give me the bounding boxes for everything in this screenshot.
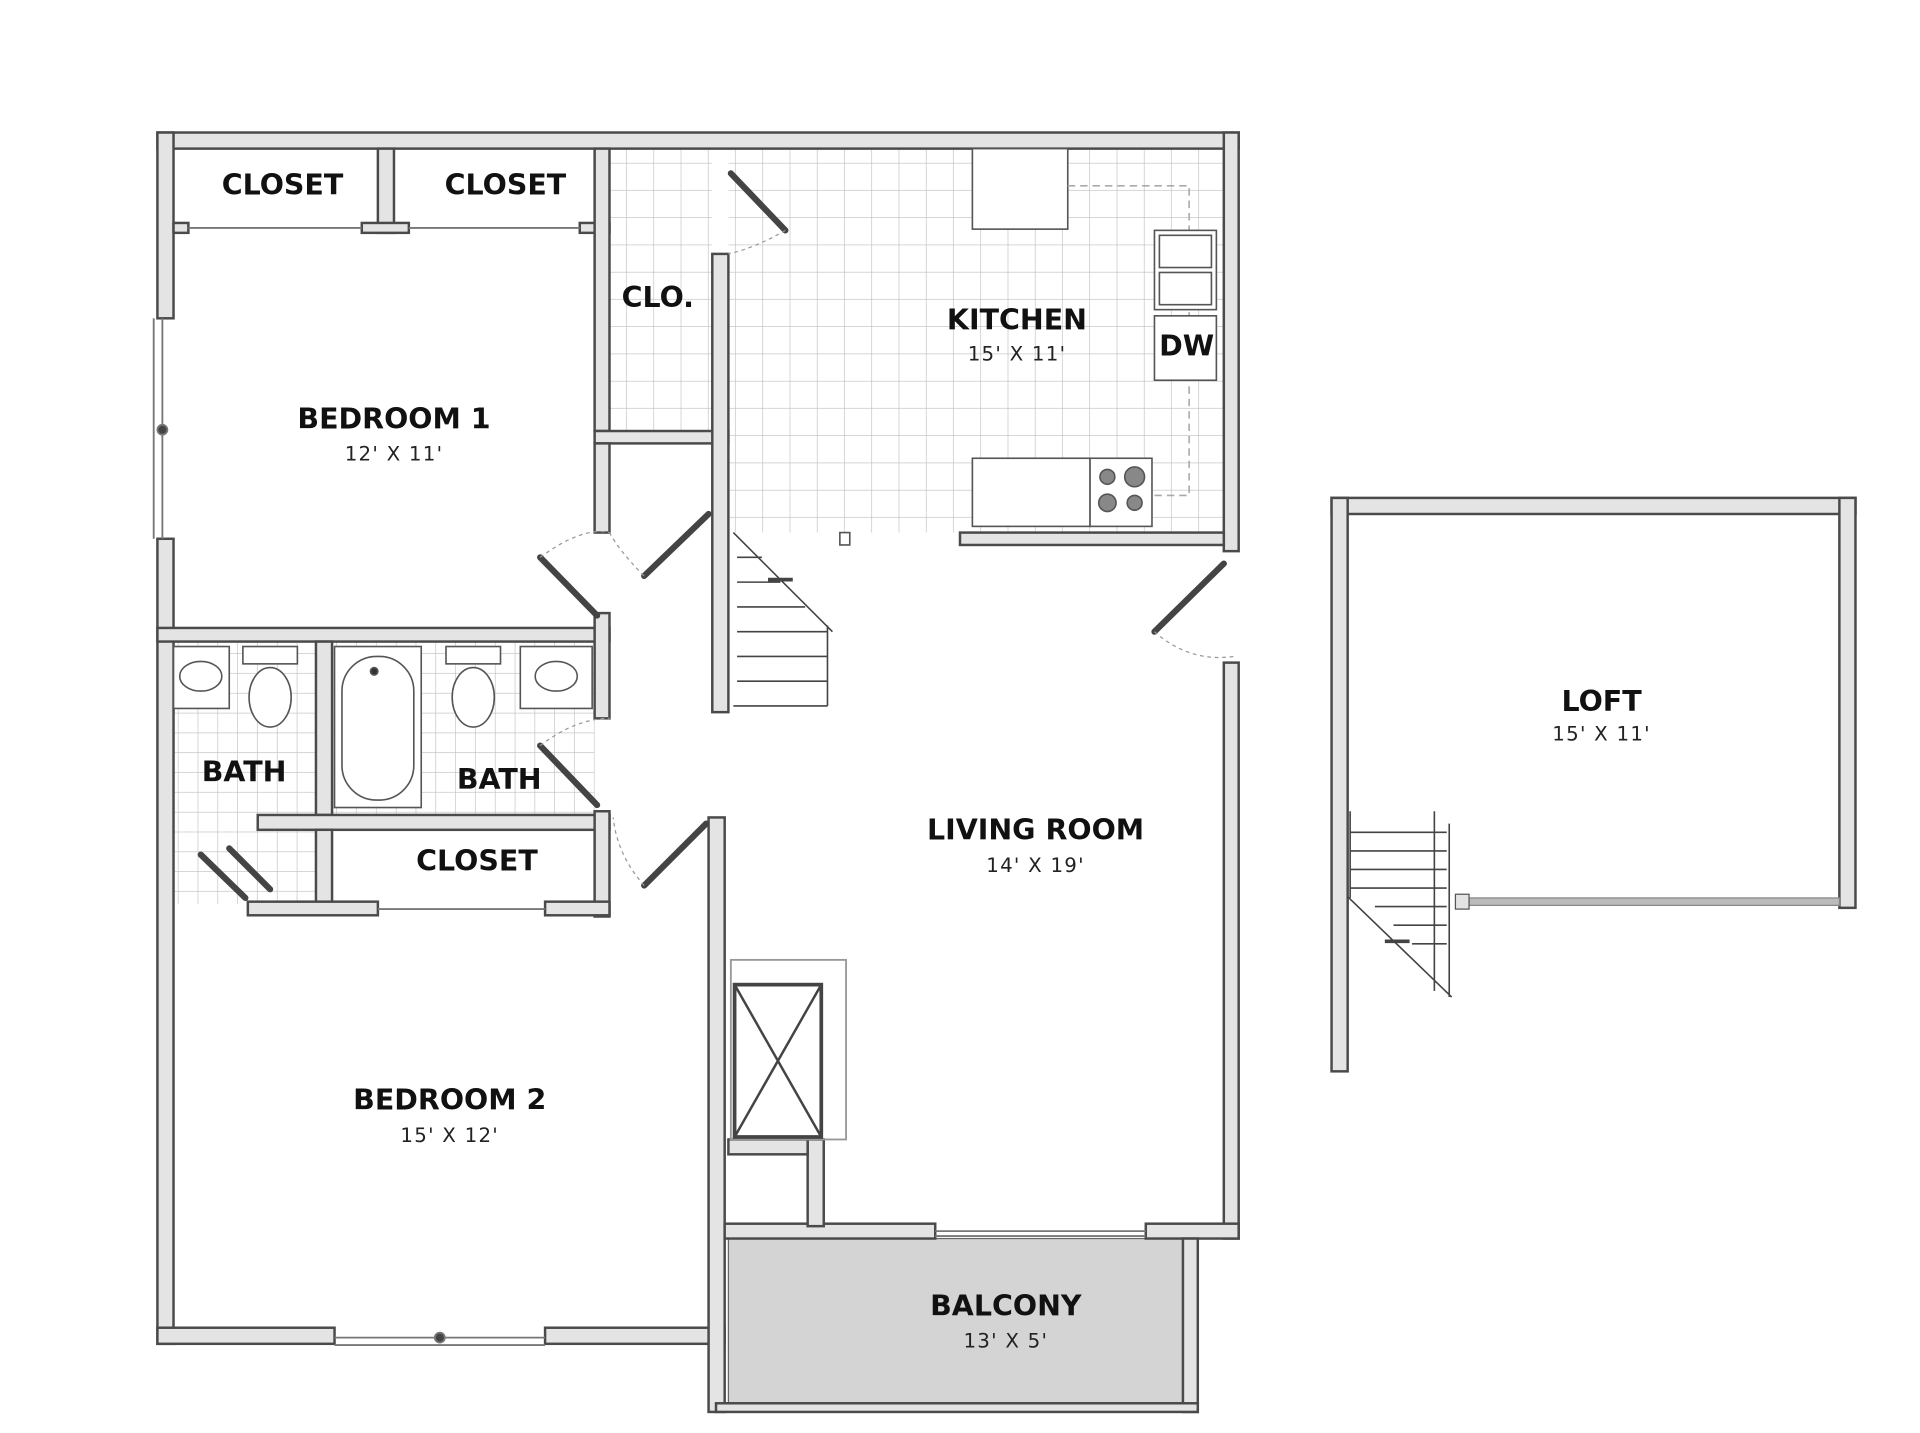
windows: [152, 226, 1146, 1346]
bath-2-label: BATH: [457, 763, 542, 796]
kitchen-size: 15' X 11': [968, 342, 1067, 365]
doors: [197, 170, 1234, 902]
clo-label: CLO.: [622, 281, 694, 314]
balcony-floor: [727, 1237, 1184, 1404]
living-room-size: 14' X 19': [986, 854, 1085, 877]
loft-label: LOFT: [1561, 685, 1642, 718]
loft-size: 15' X 11': [1552, 723, 1651, 746]
stove-icon: [1089, 457, 1153, 528]
walls: [156, 131, 1240, 1414]
balcony-size: 13' X 5': [963, 1330, 1048, 1353]
balcony-label: BALCONY: [930, 1289, 1082, 1322]
fireplace-icon: [729, 958, 847, 1141]
loft-walls: [1330, 496, 1857, 1073]
room-labels: CLOSET CLOSET CLO. KITCHEN 15' X 11' DW …: [202, 168, 1651, 1353]
bedroom-1-label: BEDROOM 1: [297, 403, 490, 436]
stairs: [732, 532, 833, 707]
closet-2-label: CLOSET: [445, 168, 567, 201]
bedroom-2-label: BEDROOM 2: [353, 1084, 546, 1117]
kitchen-fixtures: [839, 147, 1218, 546]
bath-fixtures: [172, 645, 593, 809]
living-room-label: LIVING ROOM: [927, 814, 1144, 847]
bath-1-label: BATH: [202, 756, 287, 789]
closet-1-label: CLOSET: [222, 168, 344, 201]
kitchen-label: KITCHEN: [947, 303, 1087, 336]
loft-stairs: [1347, 811, 1453, 998]
closet-3-label: CLOSET: [416, 845, 538, 878]
bedroom-1-size: 12' X 11': [345, 443, 444, 466]
bedroom-2-size: 15' X 12': [400, 1124, 499, 1147]
dishwasher-label: DW: [1159, 329, 1214, 362]
